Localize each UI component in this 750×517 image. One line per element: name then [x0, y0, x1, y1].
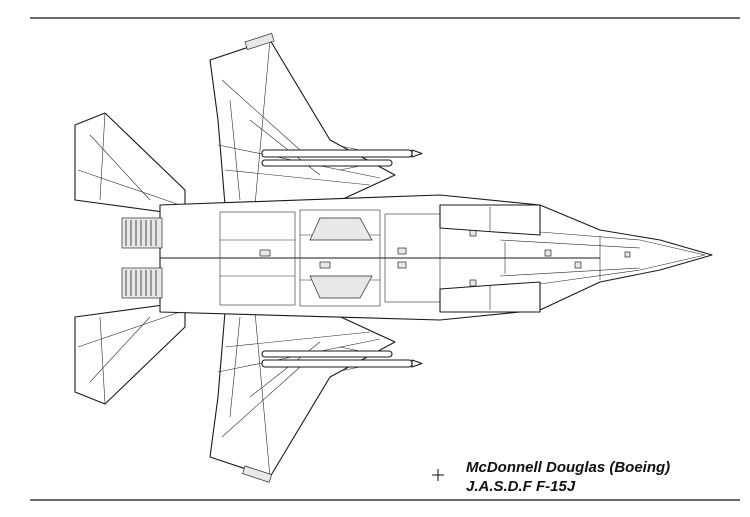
lower-stabilizer [74, 301, 186, 405]
engine-nozzles [121, 217, 163, 299]
caption-block: McDonnell Douglas (Boeing) J.A.S.D.F F-1… [466, 458, 670, 496]
caption-model: J.A.S.D.F F-15J [466, 478, 576, 495]
plus-crosshair-icon [432, 468, 444, 481]
lower-missiles [261, 346, 423, 372]
lower-wing [209, 311, 396, 483]
caption-manufacturer: McDonnell Douglas (Boeing) [466, 459, 671, 476]
intakes [439, 204, 541, 313]
upper-wing [209, 32, 396, 206]
upper-missiles [261, 145, 423, 171]
upper-stabilizer [74, 112, 186, 216]
fuselage [159, 194, 713, 321]
